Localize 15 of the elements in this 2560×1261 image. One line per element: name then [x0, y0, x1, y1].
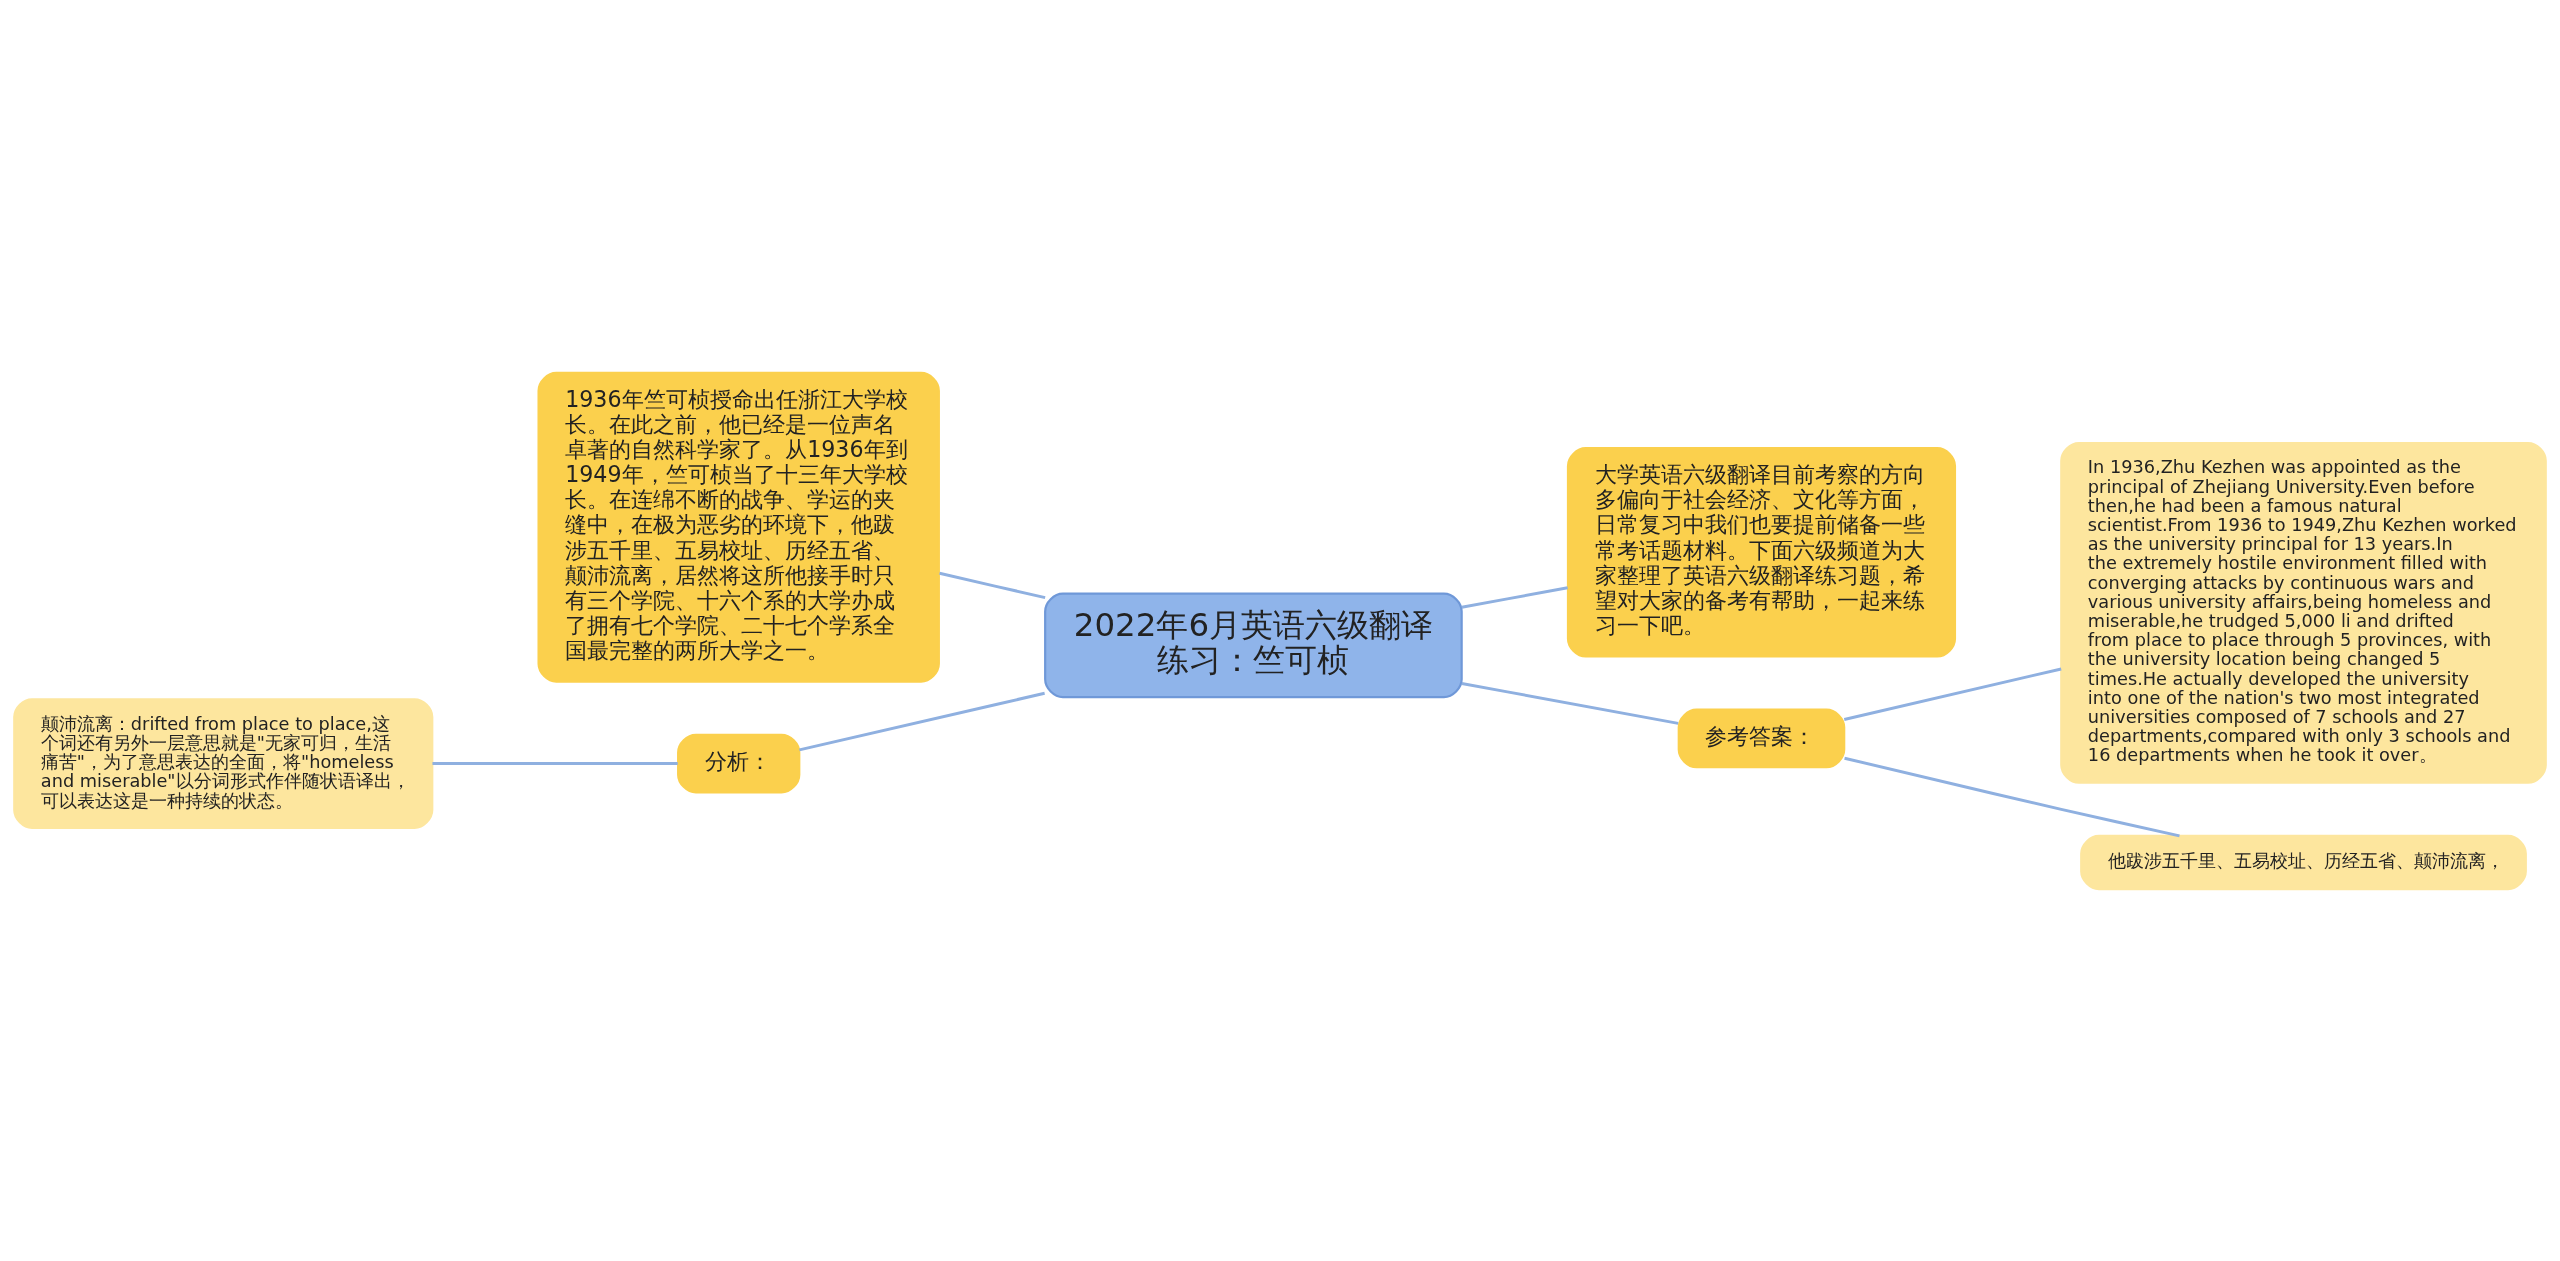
node-box: 参考答案： — [1677, 708, 1846, 768]
connector — [1844, 756, 2180, 837]
node-box: 他跋涉五千里、五易校址、历经五省、颠沛流离， — [2080, 834, 2527, 890]
connector — [1843, 667, 2062, 721]
connector — [1461, 585, 1568, 609]
node-box: 2022年6月英语六级翻译练习：竺可桢 — [1044, 592, 1463, 698]
connector — [799, 691, 1045, 751]
node-box: 大学英语六级翻译目前考察的方向多偏向于社会经济、文化等方面，日常复习中我们也要提前储备一些常考话题材料。下面六级频道为大家整理了英语六级翻译练习题，希望对大家的备考有帮助，一起来练习一下吧。 — [1566, 446, 1957, 658]
connector — [939, 571, 1046, 599]
node-box: 颠沛流离：drifted from place to place,这个词还有另外一层意思就是"无家可归，生活痛苦"，为了意思表达的全面，将"homeless and miserable"以分词形式作伴随状语译出，可以表达这是一种持续的状态。 — [13, 697, 434, 829]
node-box: In 1936,Zhu Kezhen was appointed as the principal of Zhejiang University.Even before then,he had been a famous natural scientist.From 1936 to 1949,Zhu Kezhen worked as the university principal for 13 years.In the extremely hostile environment filled with converging attacks by continuous wars and various university affairs,being homeless and miserable,he trudged 5,000 li and drifted from place to place through 5 provinces, with the university location being changed 5 times.He actually developed the university into one of the nation's two most integrated universities composed of 7 schools and 27 departments,compared with only 3 schools and 16 departments when he took it over。 — [2060, 441, 2547, 784]
connector — [1461, 681, 1679, 725]
connector — [432, 761, 678, 765]
node-box: 分析： — [677, 733, 801, 793]
node-box: 1936年竺可桢授命出任浙江大学校长。在此之前，他已经是一位声名卓著的自然科学家了。从1936年到1949年，竺可桢当了十三年大学校长。在连绵不断的战争、学运的夹缝中，在极为恶劣的环境下，他跋涉五千里、五易校址、历经五省、颠沛流离，居然将这所他接手时只有三个学院、十六个系的大学办成了拥有七个学院、二十七个学系全国最完整的两所大学之一。 — [537, 371, 940, 683]
